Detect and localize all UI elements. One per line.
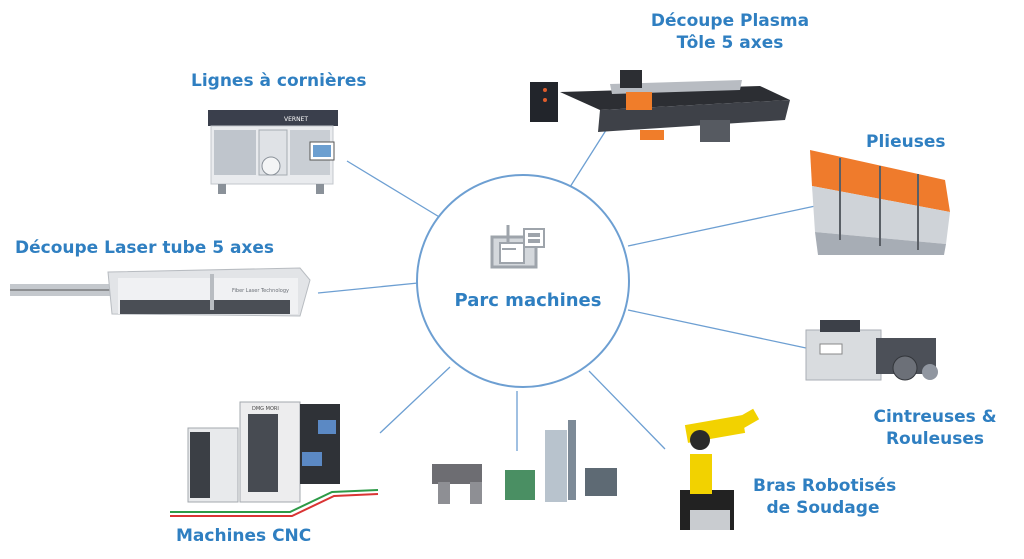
label-cintreuses: Cintreuses & Rouleuses xyxy=(860,406,1010,450)
connector-decoupe-laser xyxy=(317,282,419,294)
laser-brand-text: Fiber Laser Technology xyxy=(232,288,289,294)
label-decoupe-plasma-line1: Découpe Plasma xyxy=(650,11,810,31)
connector-machines-cnc xyxy=(379,366,451,434)
machine-image-plieuses xyxy=(810,150,950,255)
label-bras-robotises-line1: Bras Robotisés xyxy=(753,476,897,496)
label-cintreuses-line2: Rouleuses xyxy=(885,429,985,449)
connector-lignes-corniere xyxy=(346,160,442,219)
machine-image-lignes-production xyxy=(432,420,617,504)
label-plieuses: Plieuses xyxy=(866,132,946,152)
cnc-brand-text: DMG MORI xyxy=(252,406,279,412)
label-bras-robotises: Bras Robotisés de Soudage xyxy=(753,475,897,519)
cnc-machine-icon xyxy=(490,225,545,269)
machine-image-cintreuses xyxy=(805,320,938,381)
machine-image-decoupe-laser: Fiber Laser Technology xyxy=(10,267,311,317)
machine-image-machines-cnc: DMG MORI xyxy=(170,401,379,517)
vernet-logo-text: VERNET xyxy=(284,116,308,123)
label-decoupe-plasma: Découpe Plasma Tôle 5 axes xyxy=(640,10,820,54)
label-bras-robotises-line2: de Soudage xyxy=(766,498,880,518)
connector-bras-robotises xyxy=(588,370,666,450)
connector-cintreuses xyxy=(627,309,807,349)
hub-title: Parc machines xyxy=(454,290,602,311)
label-decoupe-laser: Découpe Laser tube 5 axes xyxy=(15,238,275,258)
label-lignes-corniere: Lignes à cornières xyxy=(191,71,367,91)
hub-circle xyxy=(416,174,630,388)
machine-image-decoupe-plasma xyxy=(530,70,790,142)
label-machines-cnc: Machines CNC xyxy=(176,526,312,546)
machine-image-bras-robotises xyxy=(680,408,760,530)
label-cintreuses-line1: Cintreuses & xyxy=(873,407,997,427)
label-decoupe-plasma-line2: Tôle 5 axes xyxy=(676,33,784,53)
connector-plieuses xyxy=(627,204,821,247)
machine-image-lignes-corniere: VERNET xyxy=(208,110,338,194)
